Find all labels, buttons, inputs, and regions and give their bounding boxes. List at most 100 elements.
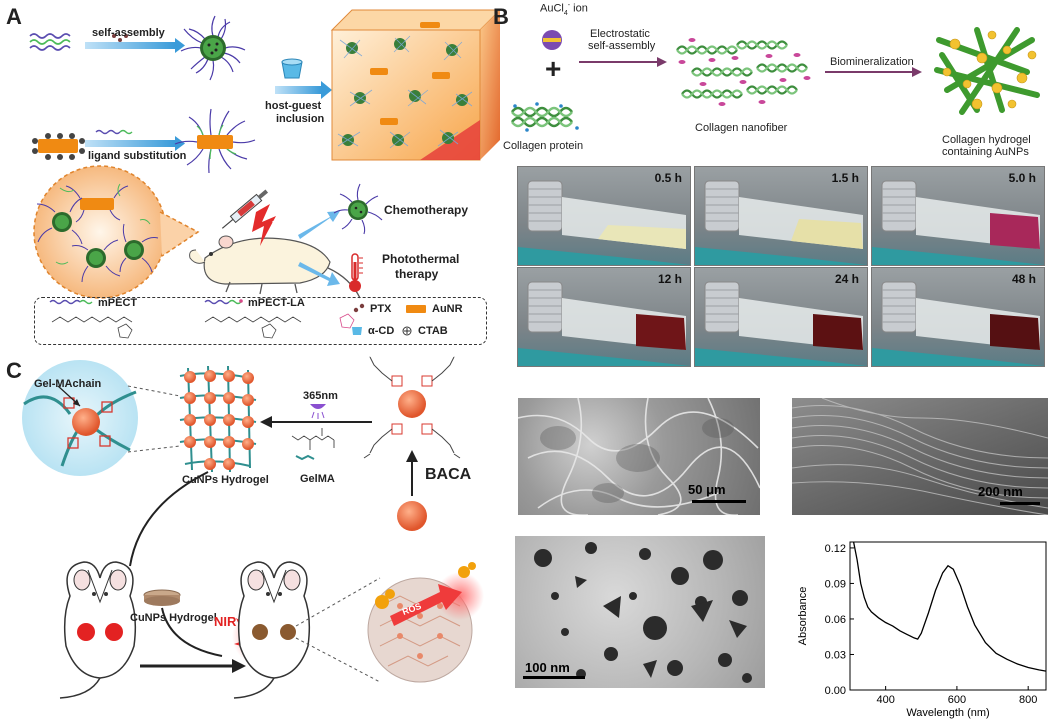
vial-icon xyxy=(872,180,1044,265)
photothermal-arrow xyxy=(298,262,340,286)
hydrogel-aunp-label-1: Collagen hydrogel xyxy=(942,134,1031,146)
scale-label-100nm: 100 nm xyxy=(525,660,570,675)
tem-nanoparticles xyxy=(534,542,752,683)
baca-label: BACA xyxy=(425,466,472,483)
scale-bar-50um xyxy=(692,500,746,503)
syringe-icon xyxy=(221,189,269,229)
aucl4-suffix: ion xyxy=(570,2,588,15)
panel-c-diagram xyxy=(22,356,484,699)
legend-acd-icon xyxy=(352,327,362,335)
plot-frame xyxy=(849,541,1047,691)
mouse-right-icon xyxy=(233,561,311,699)
bacteria-icon xyxy=(375,562,476,609)
vial-icon xyxy=(872,281,1044,366)
time-label-48h: 48 h xyxy=(1011,272,1036,286)
time-label-1-5h: 1.5 h xyxy=(831,171,859,185)
y-tick-label: 0.03 xyxy=(825,649,846,661)
self-assembly-label: self-assembly xyxy=(92,27,165,39)
panel-c-label: C xyxy=(6,358,22,383)
thermometer-icon xyxy=(349,253,363,292)
vial-icon xyxy=(695,180,867,265)
aunr-polymer-icon xyxy=(174,108,256,174)
photothermal-label-2: therapy xyxy=(395,267,439,281)
collagen-hydrogel-aunp-icon xyxy=(934,27,1040,115)
baca-structure-icon xyxy=(363,356,461,459)
cunps-hydrogel-disc-label: CuNPs Hydrogel xyxy=(130,612,217,624)
ptx-dots-icon xyxy=(112,34,128,42)
nir-label: NIR xyxy=(214,614,237,629)
ros-arrow-icon xyxy=(390,584,462,626)
y-tick-label: 0.06 xyxy=(825,614,846,626)
self-assembly-arrow xyxy=(85,42,175,49)
y-axis-label: Absorbance xyxy=(797,587,809,646)
tissue-zoom-circle xyxy=(367,572,484,683)
gelma-label: GelMA xyxy=(300,473,335,485)
x-axis-label: Wavelength (nm) xyxy=(906,707,989,719)
photothermal-label-1: Photothermal xyxy=(382,252,460,266)
sem-image-50um: 50 μm xyxy=(518,398,760,515)
legend-ptx-label: PTX xyxy=(370,303,392,315)
mouse-left-icon xyxy=(59,561,137,699)
y-tick-label: 0.12 xyxy=(825,543,846,555)
nir-laser-icon: NIR xyxy=(252,204,284,246)
magnified-view xyxy=(33,165,200,299)
panel-b-label: B xyxy=(493,4,509,29)
aucl4-ion-label: AuCl4- ion xyxy=(540,2,588,17)
collagen-protein-label: Collagen protein xyxy=(503,140,584,152)
x-tick-label: 600 xyxy=(948,694,966,706)
legend-mpect-la-strand-icon xyxy=(204,299,243,305)
hydrogel-cube-icon xyxy=(330,9,502,161)
chemo-arrow xyxy=(298,211,340,239)
legend-mpect-la-label: mPECT-LA xyxy=(248,297,305,309)
vial-photo-1-5h: 1.5 h xyxy=(694,166,868,266)
scale-label-200nm: 200 nm xyxy=(978,484,1023,499)
plus-sign: + xyxy=(545,53,561,84)
sem-texture xyxy=(518,398,760,515)
time-label-5-0h: 5.0 h xyxy=(1008,171,1036,185)
y-tick-label: 0.09 xyxy=(825,578,846,590)
legend-mpect-label: mPECT xyxy=(98,297,138,309)
chemotherapy-label: Chemotherapy xyxy=(384,203,469,217)
polymer-strand-icon xyxy=(29,33,71,51)
scale-label-50um: 50 μm xyxy=(688,482,726,497)
svg-text:NIR: NIR xyxy=(272,221,284,228)
gel-machain-label: Gel-MAchain xyxy=(34,378,102,390)
ligand-substitution-arrow xyxy=(85,140,175,147)
chemical-structure-icon xyxy=(51,313,355,339)
alpha-cd-cup-icon xyxy=(281,58,303,79)
host-guest-label-1: host-guest xyxy=(265,100,322,112)
legend-ctab-label: CTAB xyxy=(418,325,448,337)
time-label-12h: 12 h xyxy=(657,272,682,286)
micelle-icon xyxy=(180,15,246,81)
vial-photo-24h: 24 h xyxy=(694,267,868,367)
scale-bar-100nm xyxy=(523,676,585,679)
time-label-24h: 24 h xyxy=(834,272,859,286)
cunps-hydrogel-label: CuNPs Hydrogel xyxy=(182,474,269,486)
vial-icon xyxy=(695,281,867,366)
uv-lamp-icon xyxy=(310,404,326,419)
cu-nanoparticle-icon xyxy=(397,501,427,531)
legend-ctab-icon xyxy=(402,326,412,336)
legend-acd-label: α-CD xyxy=(368,325,395,337)
vial-icon xyxy=(518,180,690,265)
sem-fiber-texture xyxy=(792,398,1048,515)
aucl4-sub: 4 xyxy=(563,9,568,17)
x-tick-label: 800 xyxy=(1019,694,1037,706)
vial-photo-0-5h: 0.5 h xyxy=(517,166,691,266)
collagen-nanofiber-icon xyxy=(676,40,808,99)
panel-a-legend xyxy=(34,297,487,345)
vial-photo-5-0h: 5.0 h xyxy=(871,166,1045,266)
host-guest-label-2: inclusion xyxy=(276,113,325,125)
aucl4-ion-icon xyxy=(542,30,562,50)
micelle-chemo-icon xyxy=(333,183,383,235)
y-tick-label: 0.00 xyxy=(825,685,846,697)
cunps-hydrogel-network-icon xyxy=(179,365,257,473)
uv-365nm-label: 365nm xyxy=(303,390,338,402)
panel-b-schematic: + xyxy=(511,27,1040,132)
aucl4-base: AuCl xyxy=(540,2,564,15)
cunps-hydrogel-disc-icon xyxy=(143,589,181,606)
scale-bar-200nm xyxy=(1000,502,1040,505)
mouse-icon xyxy=(189,235,361,299)
sem-image-200nm: 200 nm xyxy=(792,398,1048,515)
